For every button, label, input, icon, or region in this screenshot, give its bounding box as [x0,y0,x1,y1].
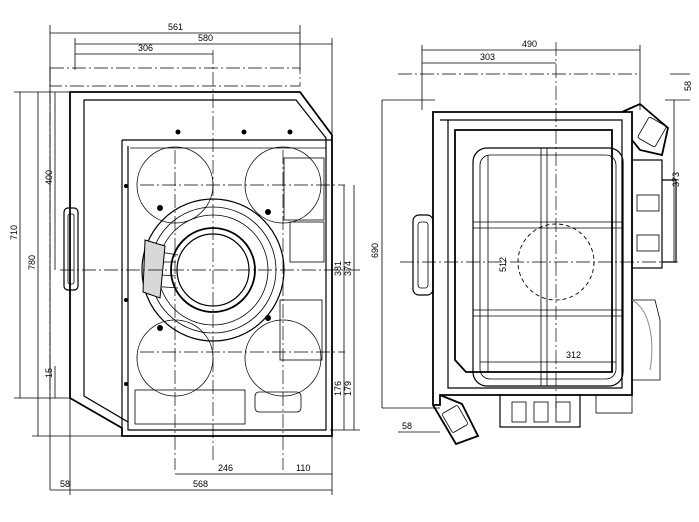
dim-373: 373 [671,172,681,187]
dim-780: 780 [27,255,37,270]
front-view: 561 580 306 710 780 400 15 381 374 176 1… [9,22,360,495]
dim-490: 490 [522,39,537,49]
dim-580: 580 [198,33,213,43]
dim-58-front: 58 [60,479,70,489]
dim-381: 381 [333,261,343,276]
dim-690: 690 [370,243,380,258]
dim-512: 512 [498,257,508,272]
side-view: 490 303 58 373 690 512 312 58 [370,39,693,446]
dim-58-bottom-side: 58 [402,421,412,431]
dim-246: 246 [218,463,233,473]
dim-58-top-side: 58 [683,81,693,91]
dim-15: 15 [44,368,54,378]
dim-110: 110 [296,463,310,473]
dim-176: 176 [333,381,343,396]
dim-561: 561 [168,22,183,32]
dim-374: 374 [343,261,353,276]
dim-710: 710 [9,225,19,240]
dim-303: 303 [480,52,495,62]
dim-400: 400 [44,170,54,185]
dim-312: 312 [566,350,581,360]
dim-568: 568 [193,479,208,489]
dim-306: 306 [138,43,153,53]
dim-179: 179 [343,381,353,396]
